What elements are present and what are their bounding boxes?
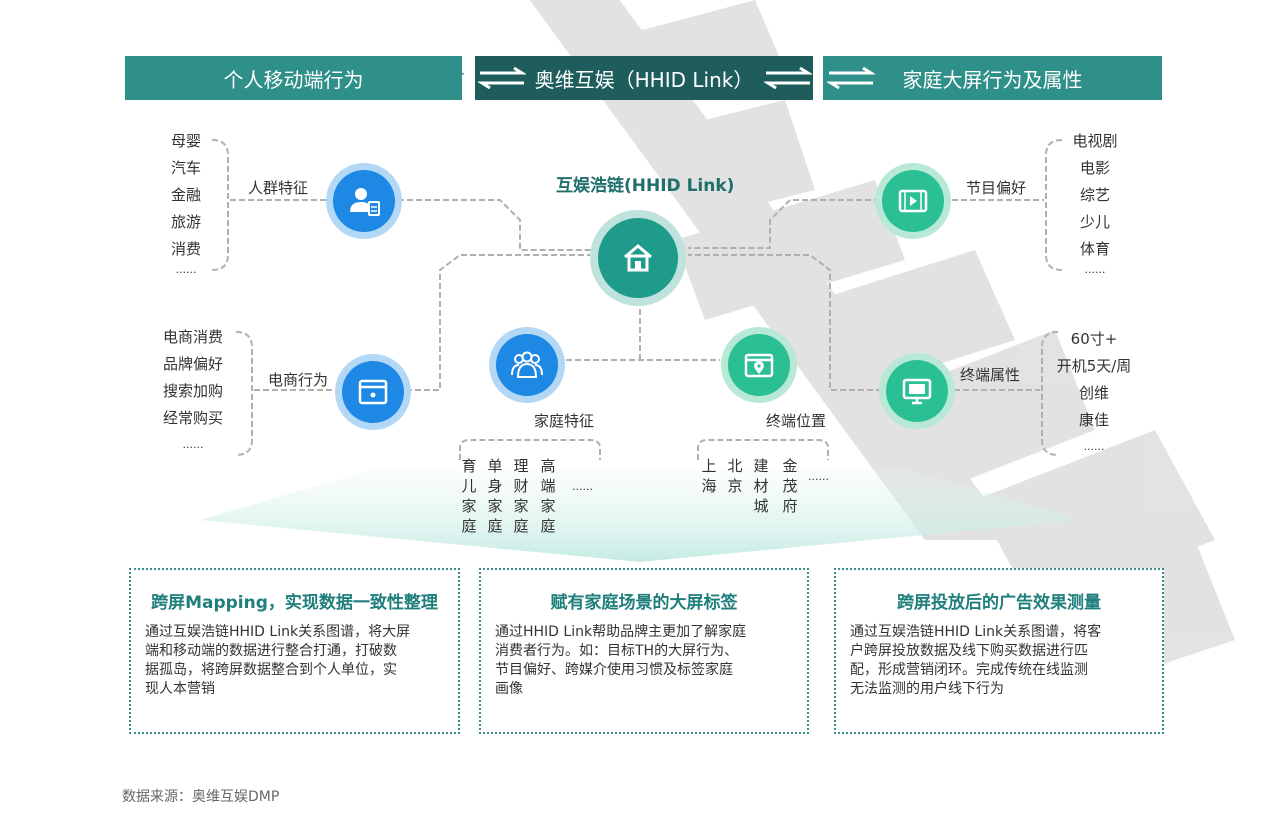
exchange-arrow-icon <box>827 66 875 90</box>
list-item: 电商消费 <box>162 328 223 346</box>
list-item: ...... <box>182 438 204 451</box>
list-item: 母婴 <box>170 132 201 150</box>
list-item: 康佳 <box>1078 411 1109 429</box>
info-box-family-tags: 赋有家庭场景的大屏标签 通过HHID Link帮助品牌主更加了解家庭 消费者行为… <box>479 568 809 734</box>
exchange-arrow-icon <box>764 66 812 90</box>
list-item: ...... <box>1084 263 1106 276</box>
terminal-label: 终端属性 <box>960 366 1021 384</box>
box-title: 跨屏投放后的广告效果测量 <box>897 593 1101 613</box>
info-box-mapping: 跨屏Mapping，实现数据一致性整理 通过互娱浩链HHID Link关系图谱，… <box>129 568 460 734</box>
box-line: 通过互娱浩链HHID Link关系图谱，将大屏 <box>145 624 411 640</box>
list-item: 创维 <box>1078 384 1109 402</box>
list-item: 金融 <box>170 186 201 204</box>
list-item: 旅游 <box>170 213 201 231</box>
box-line: 配，形成营销闭环。完成传统在线监测 <box>850 662 1088 678</box>
terminal-items: 60寸+ 开机5天/周 创维 康佳 ...... <box>1050 326 1138 454</box>
program-label: 节目偏好 <box>966 179 1027 197</box>
family-column: 理财家庭 <box>513 457 529 535</box>
crowd-items: 母婴 汽车 金融 旅游 消费 ...... <box>160 128 212 277</box>
family-column: 育儿家庭 <box>461 457 477 535</box>
location-column: 金茂府 <box>782 457 798 515</box>
program-node[interactable] <box>882 170 944 232</box>
box-title: 跨屏Mapping，实现数据一致性整理 <box>151 593 438 613</box>
ecommerce-items: 电商消费 品牌偏好 搜索加购 经常购买 ...... <box>154 324 232 452</box>
program-items: 电视剧 电影 综艺 少儿 体育 ...... <box>1062 128 1128 277</box>
location-node[interactable] <box>728 334 790 396</box>
box-text: 通过HHID Link帮助品牌主更加了解家庭 消费者行为。如：目标TH的大屏行为… <box>495 623 793 699</box>
location-window-icon <box>744 353 774 378</box>
list-item: 少儿 <box>1079 213 1110 231</box>
list-item: ...... <box>175 263 197 276</box>
exchange-arrow-icon <box>416 66 464 90</box>
location-column: 建材城 <box>753 457 769 515</box>
header-personal-mobile: 个人移动端行为 <box>125 56 462 100</box>
family-node[interactable] <box>496 334 558 396</box>
list-item: 汽车 <box>170 159 201 177</box>
box-line: 现人本营销 <box>145 681 215 697</box>
list-item: 品牌偏好 <box>162 355 223 373</box>
person-card-icon <box>350 188 380 216</box>
center-node[interactable] <box>598 218 678 298</box>
list-item: 开机5天/周 <box>1056 357 1132 375</box>
box-line: 节目偏好、跨媒介使用习惯及标签家庭 <box>495 662 733 678</box>
list-item: ...... <box>1083 440 1105 453</box>
info-box-ad-measurement: 跨屏投放后的广告效果测量 通过互娱浩链HHID Link关系图谱，将客 户跨屏投… <box>834 568 1164 734</box>
list-item: 电视剧 <box>1072 132 1118 150</box>
box-line: 消费者行为。如：目标TH的大屏行为、 <box>495 643 739 659</box>
box-title: 赋有家庭场景的大屏标签 <box>550 593 738 613</box>
list-item: 综艺 <box>1079 186 1110 204</box>
location-column: 上海 <box>701 457 717 495</box>
crowd-label: 人群特征 <box>248 179 309 197</box>
monitor-icon <box>902 378 932 405</box>
location-column: 北京 <box>727 457 743 495</box>
list-item: 60寸+ <box>1070 330 1118 348</box>
box-line: 通过HHID Link帮助品牌主更加了解家庭 <box>495 624 747 640</box>
group-icon <box>511 351 543 378</box>
exchange-arrow-icon <box>478 66 526 90</box>
data-source: 数据来源：奥维互娱DMP <box>122 789 280 805</box>
family-label: 家庭特征 <box>534 412 595 430</box>
family-more: ...... <box>572 480 593 493</box>
terminal-node[interactable] <box>886 360 948 422</box>
ecommerce-node[interactable] <box>342 361 404 423</box>
box-line: 通过互娱浩链HHID Link关系图谱，将客 <box>850 624 1102 640</box>
box-line: 端和移动端的数据进行整合打通，打破数 <box>145 643 397 659</box>
box-line: 画像 <box>495 681 523 697</box>
list-item: 经常购买 <box>162 409 223 427</box>
list-item: 搜索加购 <box>162 382 223 400</box>
box-line: 据孤岛，将跨屏数据整合到个人单位，实 <box>145 662 397 678</box>
center-node-label: 互娱浩链(HHID Link) <box>556 176 735 196</box>
box-text: 通过互娱浩链HHID Link关系图谱，将客 户跨屏投放数据及线下购买数据进行匹… <box>850 623 1148 699</box>
box-line: 户跨屏投放数据及线下购买数据进行匹 <box>850 643 1088 659</box>
location-more: ...... <box>808 470 829 483</box>
list-item: 体育 <box>1079 240 1110 258</box>
browser-window-icon <box>358 379 388 405</box>
list-item: 电影 <box>1079 159 1110 177</box>
list-item: 消费 <box>170 240 201 258</box>
spotlight-glow <box>200 470 1080 562</box>
crowd-node[interactable] <box>333 170 395 232</box>
box-line: 无法监测的用户线下行为 <box>850 681 1004 697</box>
ecommerce-label: 电商行为 <box>268 371 329 389</box>
location-label: 终端位置 <box>766 412 827 430</box>
family-column: 高端家庭 <box>540 457 556 535</box>
header-family-screen: 家庭大屏行为及属性 <box>823 56 1162 100</box>
box-text: 通过互娱浩链HHID Link关系图谱，将大屏 端和移动端的数据进行整合打通，打… <box>145 623 444 699</box>
home-icon <box>624 244 652 272</box>
family-column: 单身家庭 <box>487 457 503 535</box>
header-hhid-link: 奥维互娱（HHID Link） <box>475 56 813 100</box>
video-play-icon <box>898 189 928 213</box>
